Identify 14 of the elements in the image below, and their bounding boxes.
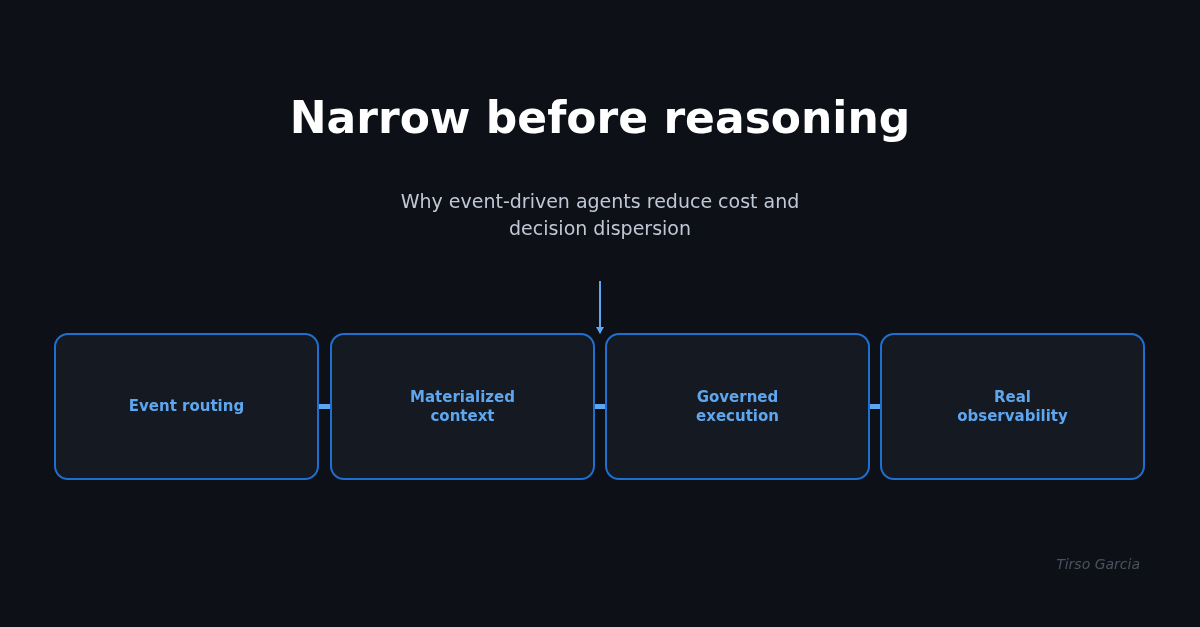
step-label: Event routing (128, 397, 245, 416)
connector-line (319, 404, 330, 409)
title: Narrow before reasoning (288, 92, 912, 143)
connector-line (595, 404, 605, 409)
step-label: Real observability (956, 387, 1069, 426)
author-name: Tirso Garcia (1056, 556, 1140, 572)
connector-line (870, 404, 880, 409)
subtitle: Why event-driven agents reduce cost and decision dispersion (400, 189, 800, 241)
step-label: Governed execution (695, 387, 780, 426)
step-label: Materialized context (409, 387, 516, 426)
step-box (605, 333, 870, 480)
step-box (54, 333, 319, 480)
step-box (880, 333, 1145, 480)
step-box (330, 333, 595, 480)
